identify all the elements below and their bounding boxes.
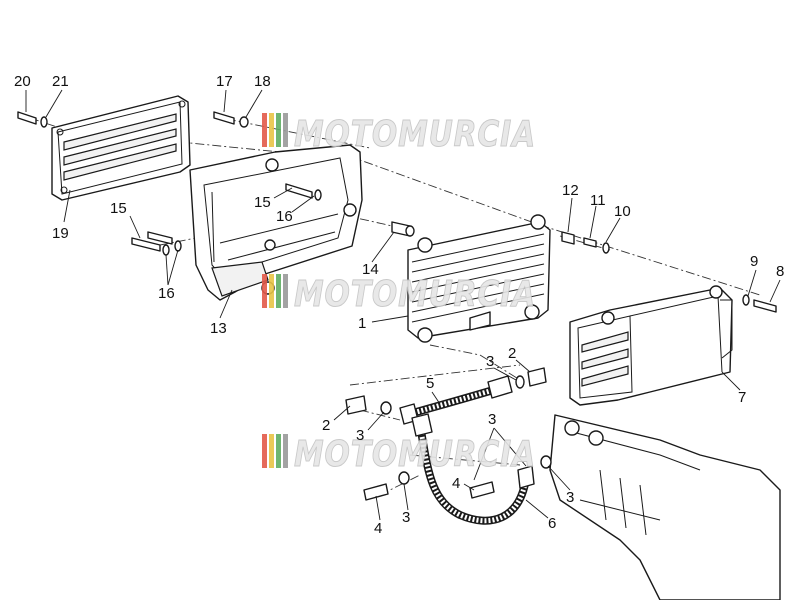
callout-7: 7 — [738, 389, 746, 406]
watermark-middle: MOTOMURCIA — [262, 274, 536, 316]
mounting-frame-13 — [189, 144, 363, 301]
callout-17: 17 — [216, 73, 233, 90]
callout-16: 16 — [158, 285, 175, 302]
callout-13: 13 — [210, 320, 227, 337]
front-grille-19 — [51, 95, 191, 201]
callout-15: 15 — [110, 200, 127, 217]
callout-16: 16 — [276, 208, 293, 225]
callout-2: 2 — [508, 345, 516, 362]
oil-hose-6 — [411, 413, 535, 525]
callout-4: 4 — [374, 520, 382, 537]
engine-case-fragment — [549, 414, 781, 600]
oil-cooler-1 — [407, 214, 551, 343]
hardware — [17, 111, 777, 501]
callout-3: 3 — [488, 411, 496, 428]
callout-3: 3 — [356, 427, 364, 444]
callout-labels: 20 21 17 18 19 15 16 15 16 14 13 12 11 1… — [14, 73, 784, 537]
callout-3: 3 — [566, 489, 574, 506]
callout-14: 14 — [362, 261, 379, 278]
callout-19: 19 — [52, 225, 69, 242]
callout-20: 20 — [14, 73, 31, 90]
callout-9: 9 — [750, 253, 758, 270]
callout-6: 6 — [548, 515, 556, 532]
callout-18: 18 — [254, 73, 271, 90]
callout-1: 1 — [358, 315, 366, 332]
watermark-text: MOTOMURCIA — [294, 274, 536, 315]
watermark-top: MOTOMURCIA — [262, 113, 536, 156]
callout-10: 10 — [614, 203, 631, 220]
watermark-bottom: MOTOMURCIA — [262, 434, 536, 476]
oil-hose-5 — [399, 375, 513, 425]
callout-21: 21 — [52, 73, 69, 90]
watermark-text: MOTOMURCIA — [294, 434, 536, 475]
leader-lines — [25, 89, 781, 521]
callout-11: 11 — [590, 192, 606, 209]
callout-2: 2 — [322, 417, 330, 434]
callout-12: 12 — [562, 182, 579, 199]
callout-5: 5 — [426, 375, 434, 392]
callout-4: 4 — [452, 475, 460, 492]
callout-8: 8 — [776, 263, 784, 280]
watermark-text: MOTOMURCIA — [294, 114, 536, 155]
callout-15: 15 — [254, 194, 271, 211]
callout-3: 3 — [486, 353, 494, 370]
air-duct-7 — [569, 285, 733, 406]
callout-3: 3 — [402, 509, 410, 526]
